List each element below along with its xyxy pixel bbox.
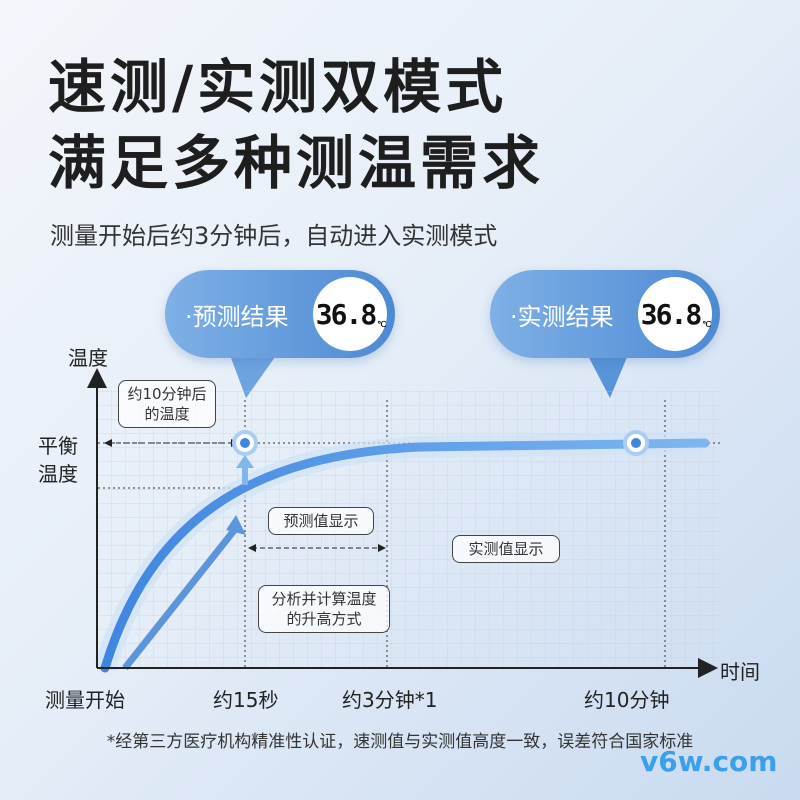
- bubble-label: ·预测结果: [185, 302, 289, 331]
- predicted-result-bubble: ·预测结果 36.8℃: [165, 270, 395, 358]
- annotation-temp-after-10min: 约10分钟后的温度: [118, 380, 216, 428]
- bubble-tail-right: [585, 350, 630, 398]
- annotation-analysis: 分析并计算温度的升高方式: [258, 585, 390, 633]
- predict-up-arrow: [236, 455, 254, 468]
- annotation-predicted-display: 预测值显示: [268, 507, 374, 535]
- temperature-value: 36.8: [640, 297, 702, 331]
- unit: ℃: [377, 320, 386, 329]
- watermark: v6w.com: [640, 745, 778, 778]
- unit: ℃: [702, 320, 711, 329]
- tick-3min: 约3分钟*1: [342, 688, 438, 712]
- temperature-display: 36.8℃: [638, 277, 712, 351]
- y-axis-label: 温度: [68, 346, 108, 370]
- footnote: *经第三方医疗机构精准性认证，速测值与实测值高度一致，误差符合国家标准: [106, 732, 694, 752]
- temperature-display: 36.8℃: [313, 277, 387, 351]
- bubble-label: ·实测结果: [510, 302, 614, 331]
- temperature-curve: [100, 438, 710, 673]
- annotation-actual-display: 实测值显示: [452, 535, 560, 563]
- tick-start: 测量开始: [45, 688, 125, 712]
- equilibrium-label: 平衡温度: [38, 434, 78, 486]
- actual-result-bubble: ·实测结果 36.8℃: [490, 270, 720, 358]
- bubble-tail-left: [228, 350, 280, 398]
- tick-15s: 约15秒: [213, 688, 279, 712]
- tick-10min: 约10分钟: [584, 688, 670, 712]
- x-axis-label: 时间: [720, 660, 760, 684]
- subtitle: 测量开始后约3分钟后，自动进入实测模式: [50, 222, 498, 250]
- title-line-2: 满足多种测温需求: [48, 129, 545, 197]
- temperature-value: 36.8: [315, 297, 377, 331]
- analysis-arrow: [122, 525, 239, 671]
- title-line-1: 速测/实测双模式: [48, 53, 508, 121]
